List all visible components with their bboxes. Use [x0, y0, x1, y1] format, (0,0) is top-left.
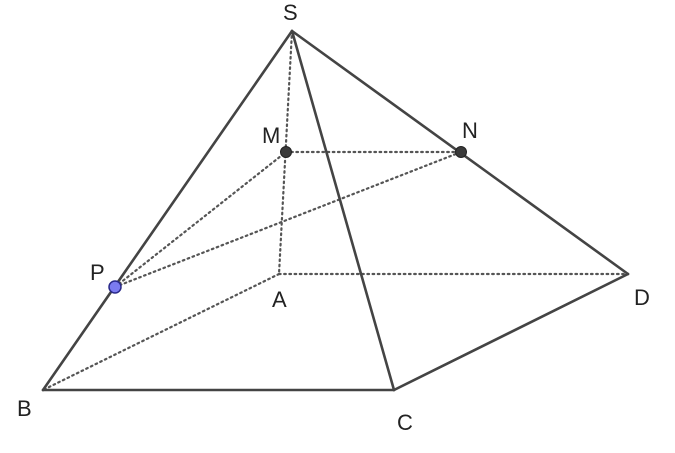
- label-D: D: [634, 285, 650, 310]
- label-M: M: [262, 123, 280, 148]
- label-C: C: [397, 410, 413, 435]
- point-M: [280, 146, 292, 158]
- label-B: B: [17, 396, 32, 421]
- edge-CD: [392, 272, 630, 392]
- label-A: A: [272, 287, 287, 312]
- edge-PM: [113, 150, 288, 289]
- edge-PN: [113, 150, 463, 289]
- label-P: P: [90, 260, 105, 285]
- edge-SB: [41, 29, 294, 392]
- label-S: S: [283, 0, 298, 25]
- edge-SC: [290, 29, 396, 392]
- label-N: N: [462, 118, 478, 143]
- point-P: [108, 280, 122, 294]
- point-N: [455, 146, 467, 158]
- edge-AB: [41, 272, 281, 392]
